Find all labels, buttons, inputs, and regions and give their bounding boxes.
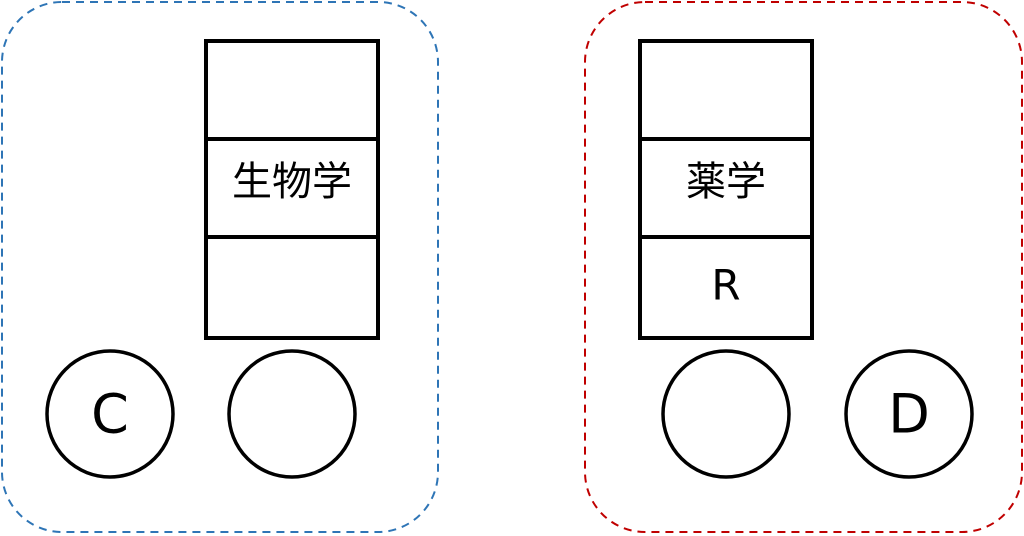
right-circle-2 bbox=[844, 349, 974, 479]
left-circle-2 bbox=[227, 349, 357, 479]
right-cell-bottom bbox=[638, 235, 814, 340]
left-group-border bbox=[1, 1, 439, 533]
left-cell-top bbox=[204, 39, 380, 141]
right-group-border bbox=[584, 1, 1023, 533]
right-cell-bottom-label: R bbox=[711, 261, 740, 310]
left-cell-middle bbox=[204, 137, 380, 239]
left-circle-1 bbox=[45, 349, 175, 479]
left-circle-1-label: C bbox=[91, 383, 129, 446]
left-cell-bottom bbox=[204, 235, 380, 340]
right-cell-top bbox=[638, 39, 814, 141]
right-cell-middle bbox=[638, 137, 814, 239]
left-column-stack: 生物学 bbox=[204, 39, 380, 340]
right-circle-1 bbox=[661, 349, 791, 479]
right-cell-middle-label: 薬学 bbox=[686, 159, 766, 205]
left-cell-middle-label: 生物学 bbox=[232, 159, 352, 205]
right-circle-2-label: D bbox=[888, 383, 930, 446]
right-column-stack: 薬学 R bbox=[638, 39, 814, 340]
